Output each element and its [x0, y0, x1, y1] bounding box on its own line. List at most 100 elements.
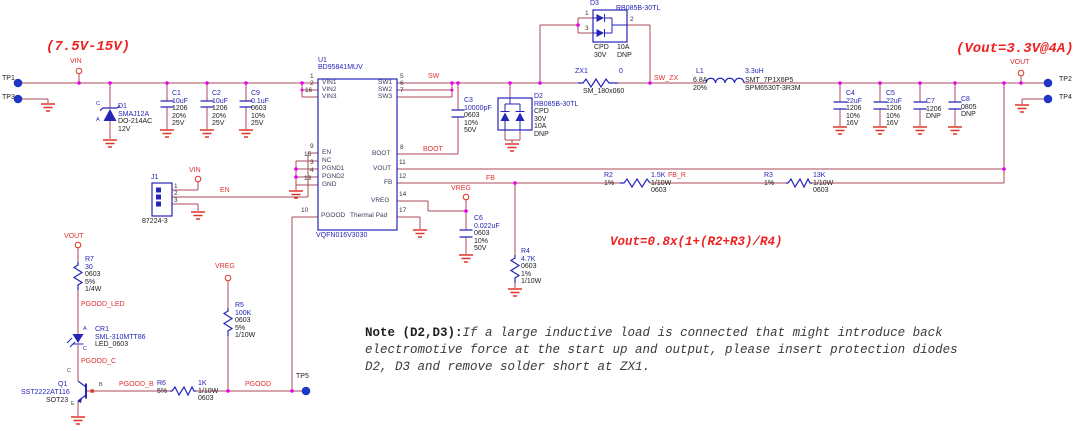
u1-pin-vin2: VIN2: [322, 86, 337, 93]
pgood-net-label: PGOOD: [245, 381, 272, 388]
d3-pin-num-3: 3: [585, 25, 589, 32]
transistor-q1-symbol: [77, 380, 87, 403]
u1-pin-en: EN: [322, 149, 332, 156]
d3-pin-num-2: 2: [630, 16, 634, 23]
u1-pin-pgnd2: PGND2: [322, 173, 345, 180]
pgood-c-net-label: PGOOD_C: [81, 358, 117, 365]
j1-pin-num-1: 1: [174, 183, 178, 190]
j1-part: 87224-3: [142, 218, 168, 225]
u1-pin-nc: NC: [322, 157, 332, 164]
l1-ref: L1: [696, 68, 704, 75]
zx1-footprint: SM_180x060: [583, 88, 625, 95]
tp2-label: TP2: [1059, 76, 1072, 83]
u1-pin-num-15: 15: [304, 151, 312, 158]
vout-formula: Vout=0.8x(1+(R2+R3)/R4): [610, 235, 783, 249]
d3-body: [592, 9, 628, 43]
u1-pin-num-7: 7: [400, 87, 404, 94]
u1-body: [317, 78, 398, 231]
d3-ref: D3: [590, 0, 599, 7]
q1-ref: Q1: [58, 381, 68, 388]
j1-pins: [156, 187, 161, 207]
d3-diodes: [593, 14, 627, 37]
tvs-d1-symbol: [99, 105, 121, 121]
u1-pin-num-1: 1: [310, 73, 314, 80]
u1-pin-num-10: 10: [301, 207, 309, 214]
d2-diodes: [500, 98, 525, 130]
u1-pin-pgnd1: PGND1: [322, 165, 345, 172]
u1-pin-fb: FB: [384, 179, 393, 186]
q1-package: SOT23: [46, 397, 69, 404]
sw-zx-net-label: SW_ZX: [654, 75, 679, 82]
u1-pin-sw3: SW3: [378, 93, 393, 100]
vin-net-label-top: VIN: [70, 58, 82, 65]
tp1-dot: [13, 78, 23, 88]
capacitor-plates: [160, 100, 962, 238]
fb-net-label: FB: [486, 175, 495, 182]
led-cr1-symbol: [66, 334, 84, 348]
en-net-label: EN: [220, 187, 230, 194]
u1-pin-vin1: VIN1: [322, 79, 337, 86]
note-title: Note (D2,D3):: [365, 326, 463, 340]
u1-ref: U1: [318, 57, 327, 64]
l1-value: 3.3uH: [745, 68, 764, 75]
resistor-zigzags: [72, 77, 812, 397]
note-line-1: Note (D2,D3):If a large inductive load i…: [365, 326, 943, 340]
boot-net-label: BOOT: [423, 146, 443, 153]
u1-pin-vreg: VREG: [371, 197, 390, 204]
test-point-dots: [13, 78, 1053, 396]
u1-pin-boot: BOOT: [372, 150, 391, 157]
u1-pin-num-6: 6: [400, 80, 404, 87]
u1-pin-sw1: SW1: [378, 79, 393, 86]
j1-ref: J1: [151, 174, 159, 181]
u1-pin-num-9: 9: [310, 143, 314, 150]
tp3-label: TP3: [2, 94, 15, 101]
u1-part: BD95841MUV: [318, 64, 363, 71]
tp4-label: TP4: [1059, 94, 1072, 101]
tp1-label: TP1: [2, 75, 15, 82]
j1-pin-num-3: 3: [174, 197, 178, 204]
u1-pin-num-5: 5: [400, 73, 404, 80]
d3-pin-num-1: 1: [585, 10, 589, 17]
vout-net-label-bottom: VOUT: [64, 233, 84, 240]
u1-pin-gnd: GND: [322, 181, 337, 188]
u1-pin-num-14: 14: [399, 191, 407, 198]
u1-pin-vin3: VIN3: [322, 93, 337, 100]
fb-r-net-label: FB_R: [668, 172, 686, 179]
component-symbols: [66, 9, 962, 403]
u1-pin-thermal-pad: Thermal Pad: [350, 212, 388, 219]
u1-pin-num-2: 2: [310, 80, 314, 87]
u1-pin-pgood: PGOOD: [321, 212, 346, 219]
note-line-3: D2, D3 and remove solder short at ZX1.: [365, 360, 651, 374]
junction-dots: [77, 23, 1023, 393]
u1-pin-num-8: 8: [400, 144, 404, 151]
power-node-circles: [74, 67, 1025, 282]
tp4-dot: [1043, 94, 1053, 104]
tp5-label: TP5: [296, 373, 309, 380]
output-spec-annotation: (Vout=3.3V@4A): [956, 41, 1074, 57]
u1-pin-num-17: 17: [399, 207, 407, 214]
d1-cathode-mark: C: [96, 101, 100, 107]
tp5-dot: [301, 386, 311, 396]
q1-part: SST2222AT116: [21, 389, 70, 396]
u1-pin-num-4: 4: [310, 167, 314, 174]
